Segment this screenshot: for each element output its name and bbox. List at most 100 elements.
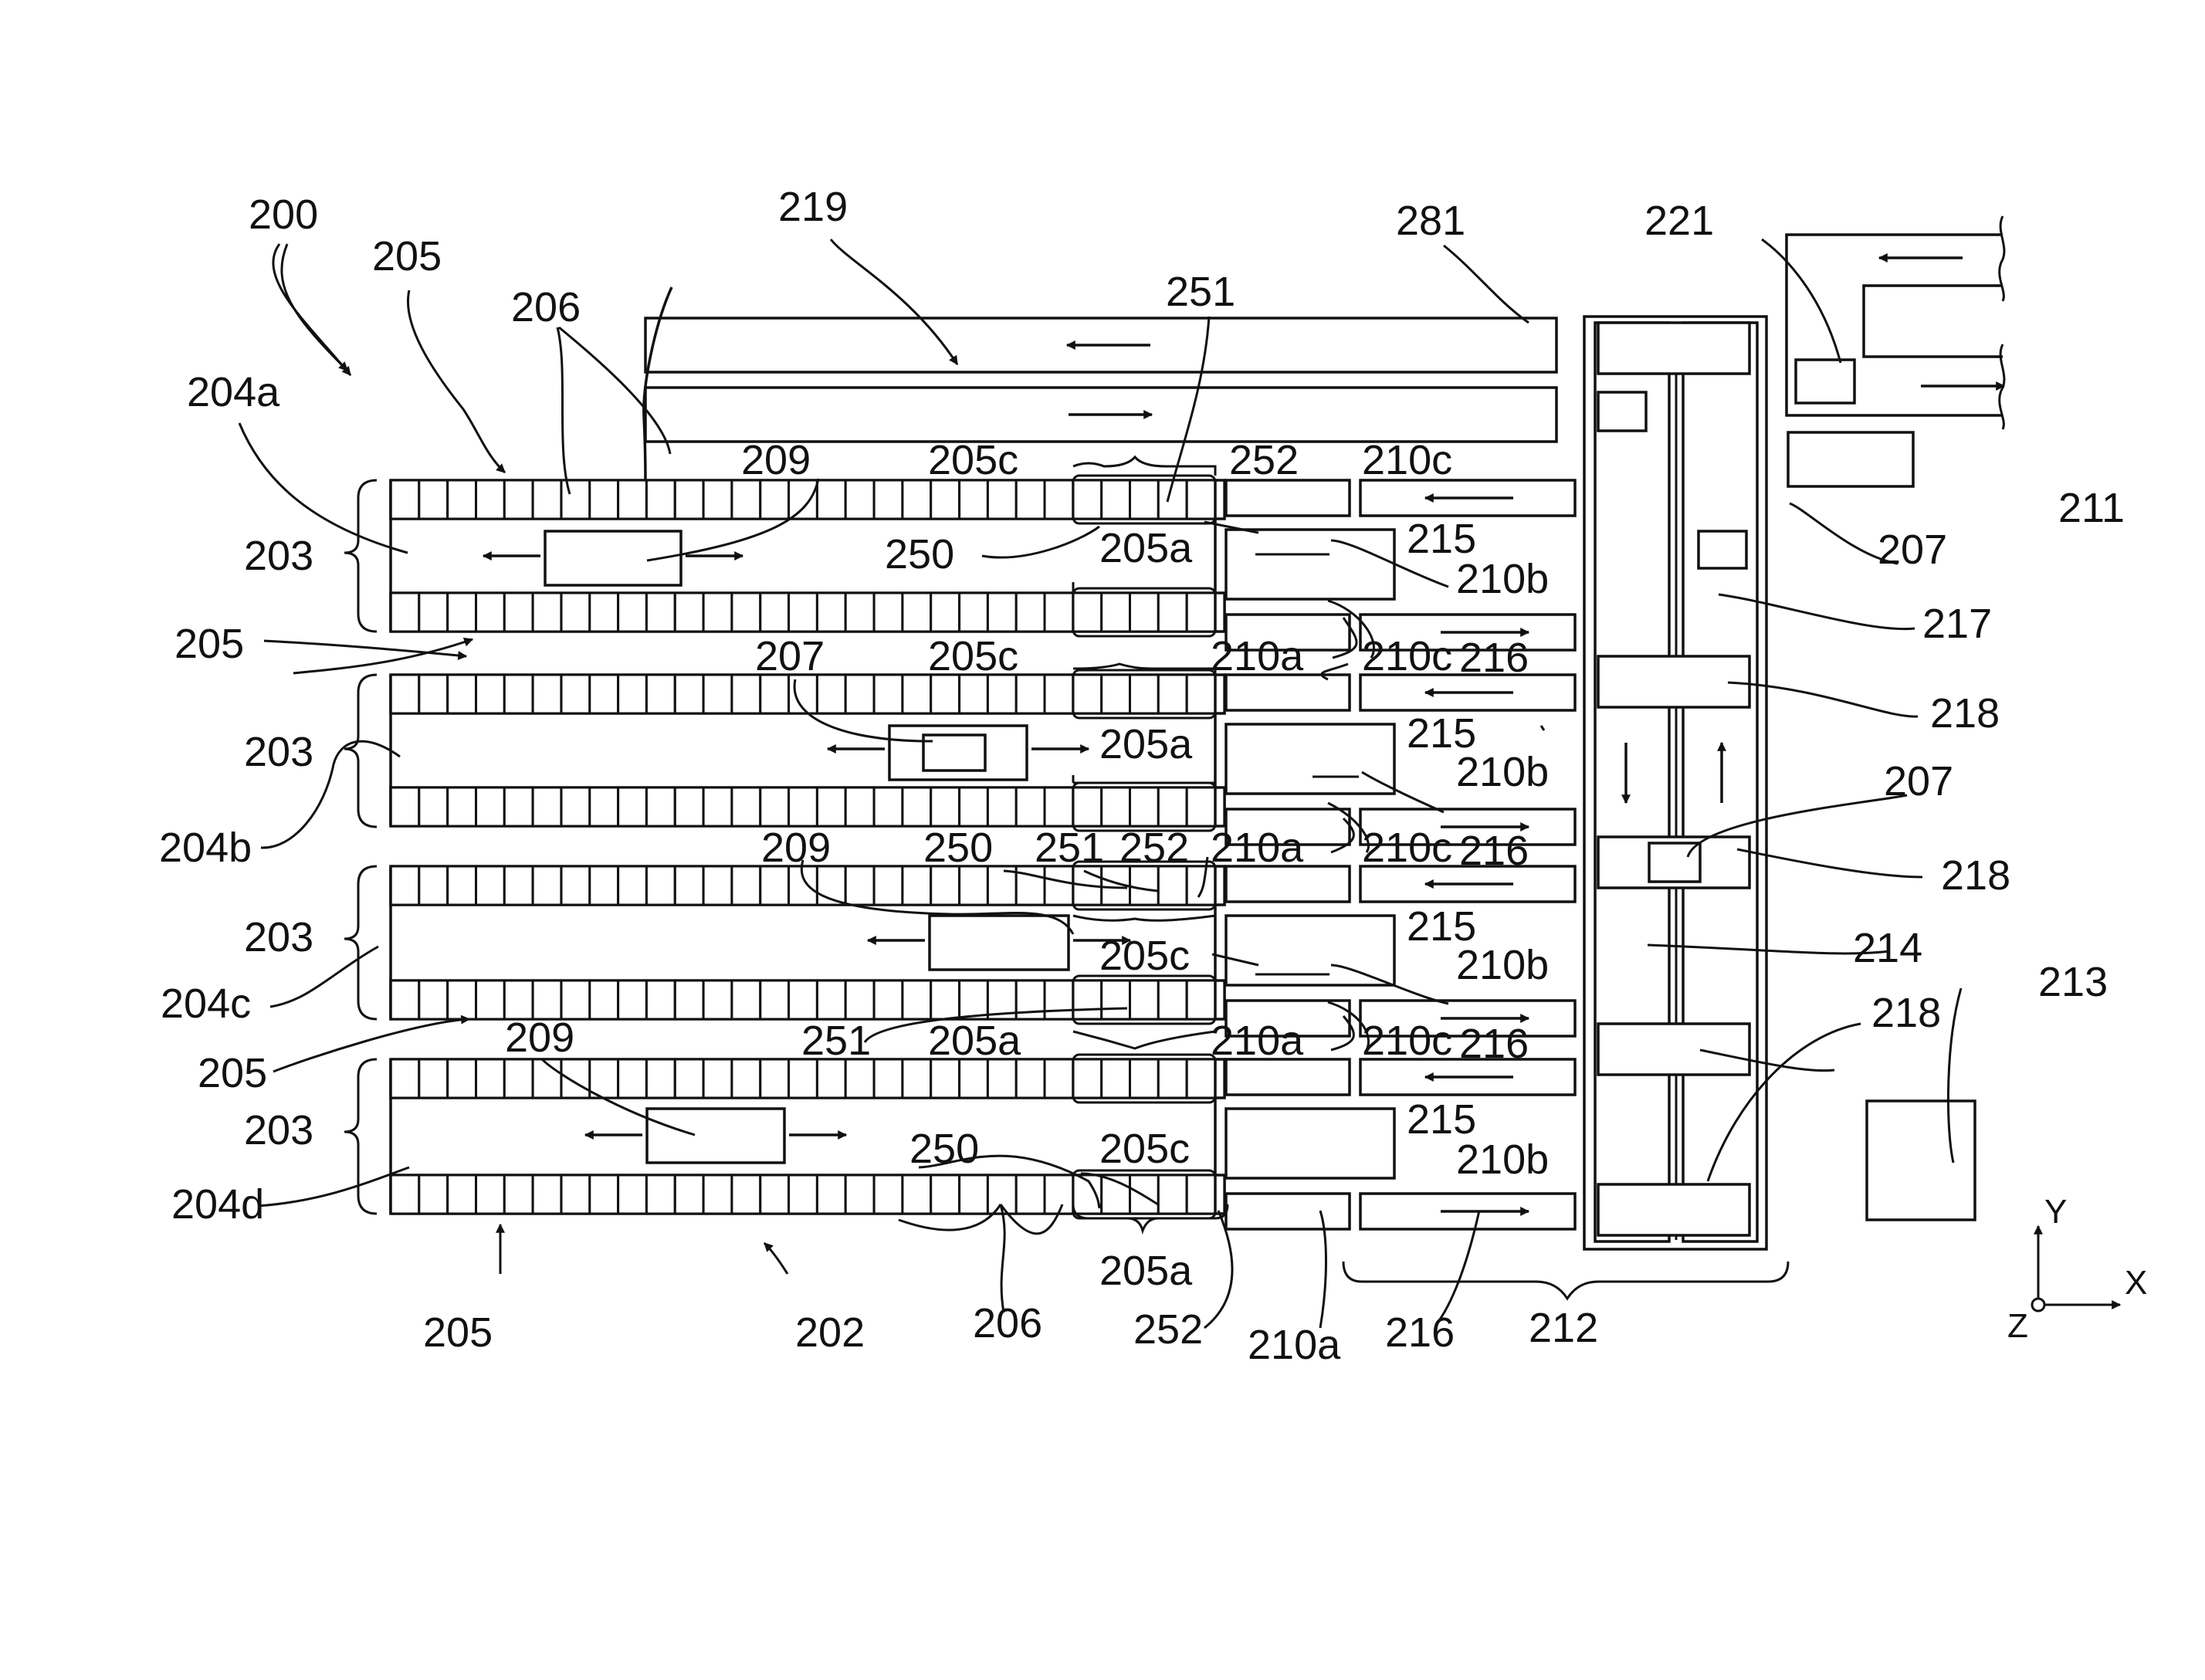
storage-cell-206 [817,480,845,519]
label-203-c: 203 [244,914,313,960]
label-250-a: 250 [885,531,954,578]
storage-rack-row [391,1170,1224,1218]
storage-cell-206 [1158,675,1187,713]
storage-cell-206 [987,480,1016,519]
controller-213 [1867,1101,1975,1220]
leader-line [1001,1204,1062,1312]
label-209-c: 209 [505,1014,574,1061]
storage-cell-206 [646,480,675,519]
leader-line [1762,239,1841,363]
label-205-mid: 205 [174,621,244,667]
label-207-a: 207 [1878,527,1947,573]
storage-cell-206 [931,593,960,632]
brace-212 [1343,1262,1788,1299]
label-205a-a: 205a [1099,525,1193,571]
leader-line [264,641,466,656]
storage-cell-206 [1130,675,1159,713]
storage-cell-206 [1158,866,1187,905]
storage-cell-206 [703,866,732,905]
label-218-a: 218 [1930,690,2000,737]
storage-cell-206 [675,1175,703,1214]
label-210b-d: 210b [1456,1136,1549,1183]
storage-cell-206 [931,480,960,519]
label-206-bottom: 206 [973,1300,1042,1346]
storage-cell-206 [504,981,533,1019]
storage-cell-206 [448,593,476,632]
storage-cell-206 [903,675,931,713]
label-210b-b: 210b [1456,749,1549,795]
storage-cell-206 [561,866,590,905]
label-216-b: 216 [1459,828,1529,874]
storage-cell-206 [931,1175,960,1214]
storage-cell-206 [646,1059,675,1098]
storage-cell-206 [874,675,903,713]
storage-cell-206 [419,1059,448,1098]
storage-cell-206 [1130,1175,1159,1214]
storage-cell-206 [903,1059,931,1098]
storage-cell-206 [590,981,618,1019]
storage-cell-206 [1045,480,1073,519]
storage-cell-206 [646,981,675,1019]
storage-cell-206 [675,981,703,1019]
storage-cell-206 [845,593,874,632]
storage-cell-206 [618,981,647,1019]
label-210c-c: 210c [1362,825,1452,871]
storage-cell-206 [1016,480,1045,519]
storage-cell-206 [448,1059,476,1098]
container-207-right [1699,531,1746,568]
brace-203-d [344,1059,377,1214]
label-251-top: 251 [1166,269,1235,315]
storage-cell-206 [960,675,988,713]
storage-cell-206 [504,593,533,632]
label-205c-b: 205c [928,633,1018,679]
storage-cell-206 [1187,981,1215,1019]
z-axis-marker [2032,1299,2044,1311]
storage-cell-206 [1045,788,1073,826]
storage-cell-206 [760,675,789,713]
storage-cell-206 [675,788,703,826]
label-209-b: 209 [761,825,831,871]
storage-cell-206 [845,1175,874,1214]
storage-cell-206 [817,1175,845,1214]
storage-cell-206 [1073,981,1102,1019]
storage-cell-206 [1130,788,1159,826]
brace-203-c [344,866,377,1019]
storage-cell-206 [1016,675,1045,713]
storage-cell-206 [1187,480,1215,519]
storage-cell-206 [760,1175,789,1214]
storage-cell-206 [960,1059,988,1098]
station-210c [1226,866,1350,902]
storage-cell-206 [703,1059,732,1098]
shuttle-body [930,916,1069,970]
label-205a-b: 205a [1099,721,1193,767]
storage-cell-206 [874,480,903,519]
storage-cell-206 [960,1175,988,1214]
station-210b [1226,530,1394,599]
leader-line [557,327,570,494]
arrow-200 [273,244,351,375]
storage-cell-206 [1102,788,1130,826]
label-218-b: 218 [1941,852,2010,899]
storage-cell-206 [675,866,703,905]
storage-cell-206 [903,480,931,519]
label-205c-a: 205c [928,437,1018,483]
leader-line [408,290,505,472]
storage-cell-206 [789,480,818,519]
label-210b-a: 210b [1456,556,1549,602]
brace-205c-top [1073,457,1215,476]
storage-cell-206 [960,866,988,905]
storage-cell-206 [1045,675,1073,713]
storage-cell-206 [987,593,1016,632]
label-204b: 204b [159,825,252,871]
storage-cell-206 [1158,1175,1187,1214]
storage-cell-206 [732,1059,760,1098]
storage-cell-206 [987,675,1016,713]
storage-cell-206 [1016,593,1045,632]
label-219: 219 [778,184,848,230]
storage-cell-206 [476,1059,505,1098]
storage-cell-206 [1045,866,1073,905]
storage-cell-206 [1130,981,1159,1019]
storage-cell-206 [789,788,818,826]
storage-cell-206 [931,1059,960,1098]
storage-cell-206 [903,866,931,905]
